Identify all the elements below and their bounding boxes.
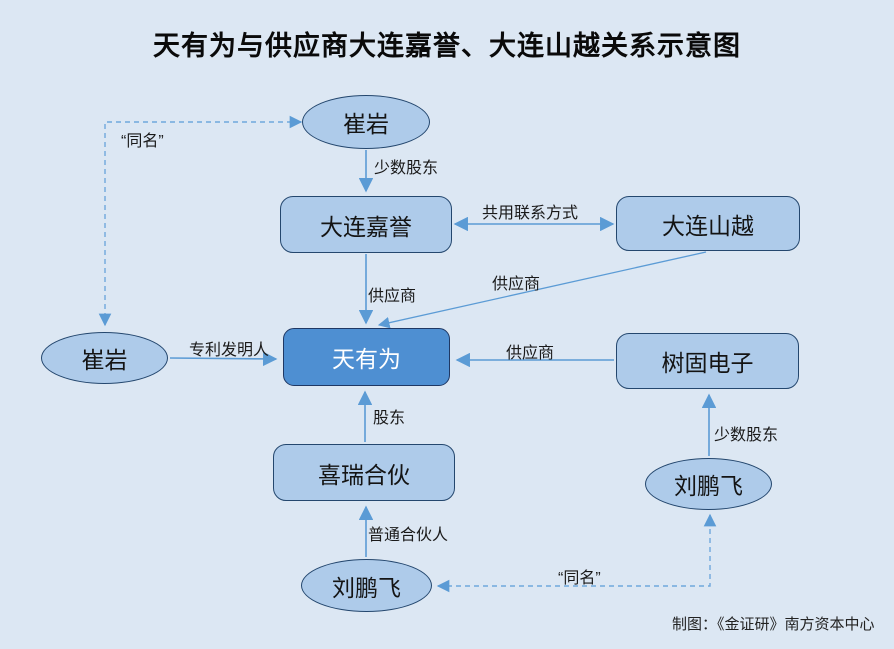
- edge-label-supplier-jiayu: 供应商: [368, 288, 417, 305]
- diagram-title: 天有为与供应商大连嘉誉、大连山越关系示意图: [153, 31, 741, 61]
- node-shugu-dianzi: 树固电子: [616, 333, 799, 389]
- node-liupengfei-right: 刘鹏飞: [645, 458, 772, 510]
- edge-patent-inventor: [169, 351, 278, 367]
- edge-label-supplier-shugu: 供应商: [506, 345, 555, 362]
- node-xirui-hehuo: 喜瑞合伙: [273, 444, 455, 501]
- edge-label-patent-inventor: 专利发明人: [189, 342, 270, 359]
- edge-label-general-partner: 普通合伙人: [368, 527, 449, 544]
- edge-label-minority-shareholder-top: 少数股东: [374, 160, 439, 177]
- edge-label-shared-contact: 共用联系方式: [482, 205, 579, 222]
- edge-same-name-bottom: [436, 513, 717, 593]
- edge-label-minority-shareholder-right: 少数股东: [714, 427, 779, 444]
- edge-supplier-shanyue: [377, 251, 707, 329]
- node-cuiyan-top: 崔岩: [302, 95, 430, 149]
- node-liupengfei-bottom: 刘鹏飞: [301, 559, 432, 612]
- caption: 制图：《金证研》南方资本中心: [672, 616, 875, 633]
- edge-label-same-name-bottom: “同名”: [558, 570, 601, 587]
- node-cuiyan-left: 崔岩: [41, 332, 168, 384]
- edge-label-shareholder: 股东: [373, 410, 406, 427]
- node-dalian-shanyue: 大连山越: [616, 196, 800, 251]
- node-tianyouwei: 天有为: [283, 328, 450, 386]
- edge-label-supplier-shanyue: 供应商: [492, 276, 541, 293]
- edge-label-same-name-top: “同名”: [121, 133, 164, 150]
- edge-same-name-top: [98, 115, 303, 327]
- node-dalian-jiayu: 大连嘉誉: [280, 196, 452, 253]
